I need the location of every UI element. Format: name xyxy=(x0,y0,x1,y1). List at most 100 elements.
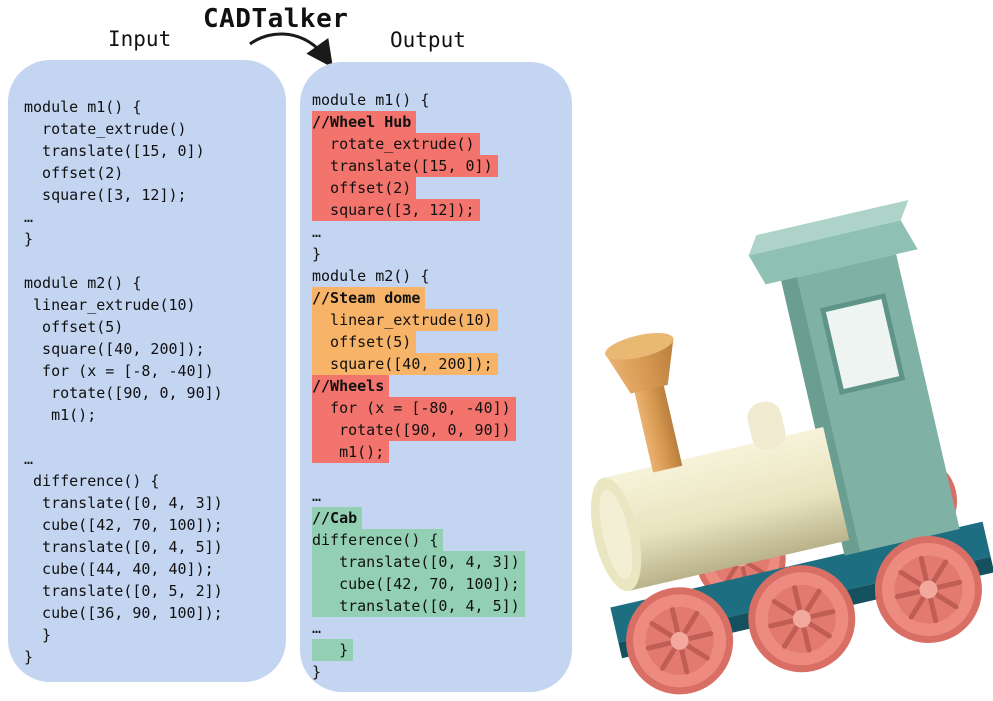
code-text: difference() { xyxy=(24,472,160,490)
code-text: translate([0, 5, 2]) xyxy=(24,582,223,600)
highlighted-code-text: translate([15, 0]) xyxy=(312,155,498,177)
code-text: module m2() { xyxy=(312,267,430,285)
code-line: cube([42, 70, 100]); xyxy=(312,573,566,595)
code-text: translate([0, 4, 3]) xyxy=(24,494,223,512)
code-line: offset(2) xyxy=(24,162,278,184)
highlighted-code-text: //Wheels xyxy=(312,375,390,397)
highlighted-code-text: linear_extrude(10) xyxy=(312,309,498,331)
code-line: //Steam dome xyxy=(312,287,566,309)
code-text: } xyxy=(312,245,322,263)
code-text: offset(2) xyxy=(24,164,124,182)
highlighted-code-text: } xyxy=(312,639,354,661)
code-line: square([40, 200]); xyxy=(312,353,566,375)
code-line: } xyxy=(24,646,278,668)
highlighted-code-text: square([40, 200]); xyxy=(312,353,498,375)
code-line: translate([0, 5, 2]) xyxy=(24,580,278,602)
code-line: } xyxy=(24,624,278,646)
code-line: … xyxy=(24,448,278,470)
code-line: rotate_extrude() xyxy=(312,133,566,155)
code-text: module m2() { xyxy=(24,274,142,292)
code-line: module m2() { xyxy=(24,272,278,294)
code-line: m1(); xyxy=(312,441,566,463)
code-text: module m1() { xyxy=(24,98,142,116)
cab-window xyxy=(819,293,906,395)
input-code-panel: module m1() { rotate_extrude() translate… xyxy=(8,60,286,682)
code-line: translate([15, 0]) xyxy=(24,140,278,162)
code-line: translate([15, 0]) xyxy=(312,155,566,177)
code-line: linear_extrude(10) xyxy=(312,309,566,331)
code-line: //Wheels xyxy=(312,375,566,397)
code-text: } xyxy=(24,230,34,248)
highlighted-code-text: offset(2) xyxy=(312,177,417,199)
code-line: square([3, 12]); xyxy=(24,184,278,206)
code-line: rotate([90, 0, 90]) xyxy=(24,382,278,404)
code-text: translate([15, 0]) xyxy=(24,142,205,160)
code-text: cube([42, 70, 100]); xyxy=(24,516,223,534)
code-text: rotate([90, 0, 90]) xyxy=(24,384,223,402)
code-text xyxy=(312,463,321,485)
code-line: //Wheel Hub xyxy=(312,111,566,133)
code-text: for (x = [-8, -40]) xyxy=(24,362,214,380)
code-line: rotate_extrude() xyxy=(24,118,278,140)
code-text: } xyxy=(24,648,34,666)
code-text: translate([0, 4, 5]) xyxy=(24,538,223,556)
code-line: for (x = [-80, -40]) xyxy=(312,397,566,419)
highlighted-code-text: rotate([90, 0, 90]) xyxy=(312,419,516,441)
code-text: … xyxy=(312,619,322,637)
highlighted-code-text: square([3, 12]); xyxy=(312,199,480,221)
code-text: … xyxy=(24,450,34,468)
code-line: } xyxy=(312,661,566,683)
code-line: translate([0, 4, 3]) xyxy=(24,492,278,514)
code-line: square([40, 200]); xyxy=(24,338,278,360)
code-line: translate([0, 4, 3]) xyxy=(312,551,566,573)
code-line xyxy=(312,463,566,485)
code-line xyxy=(24,250,278,272)
highlighted-code-text: //Steam dome xyxy=(312,287,426,309)
code-text xyxy=(24,250,33,272)
highlighted-code-text: difference() { xyxy=(312,529,444,551)
code-line: offset(2) xyxy=(312,177,566,199)
code-line: cube([42, 70, 100]); xyxy=(24,514,278,536)
code-line: module m1() { xyxy=(24,96,278,118)
code-text xyxy=(24,426,33,448)
code-line: } xyxy=(312,243,566,265)
code-text: m1(); xyxy=(24,406,97,424)
code-line: cube([36, 90, 100]); xyxy=(24,602,278,624)
code-line: … xyxy=(312,221,566,243)
code-text: cube([36, 90, 100]); xyxy=(24,604,223,622)
highlighted-code-text: for (x = [-80, -40]) xyxy=(312,397,516,419)
code-line: translate([0, 4, 5]) xyxy=(312,595,566,617)
code-line: … xyxy=(312,617,566,639)
code-line: m1(); xyxy=(24,404,278,426)
code-line: difference() { xyxy=(312,529,566,551)
code-text: offset(5) xyxy=(24,318,124,336)
code-text: square([40, 200]); xyxy=(24,340,205,358)
highlighted-code-text: rotate_extrude() xyxy=(312,133,480,155)
code-line: module m2() { xyxy=(312,265,566,287)
code-line: for (x = [-8, -40]) xyxy=(24,360,278,382)
output-code-panel: module m1() { //Wheel Hub rotate_extrude(… xyxy=(300,62,572,692)
highlighted-code-text: //Wheel Hub xyxy=(312,111,417,133)
code-line: difference() { xyxy=(24,470,278,492)
input-to-output-arrow-icon xyxy=(249,32,333,68)
code-line: offset(5) xyxy=(312,331,566,353)
highlighted-code-text: offset(5) xyxy=(312,331,417,353)
steam-dome xyxy=(747,401,786,450)
highlighted-code-text: //Cab xyxy=(312,507,363,529)
code-text: rotate_extrude() xyxy=(24,120,187,138)
code-text: } xyxy=(312,663,322,681)
code-text: square([3, 12]); xyxy=(24,186,187,204)
highlighted-code-text: cube([42, 70, 100]); xyxy=(312,573,525,595)
code-line: … xyxy=(24,206,278,228)
input-column-label: Input xyxy=(108,27,172,51)
code-text: module m1() { xyxy=(312,91,430,109)
code-line: //Cab xyxy=(312,507,566,529)
highlighted-code-text: translate([0, 4, 3]) xyxy=(312,551,525,573)
code-line: translate([0, 4, 5]) xyxy=(24,536,278,558)
code-text: linear_extrude(10) xyxy=(24,296,196,314)
code-text: … xyxy=(312,487,322,505)
code-line: module m1() { xyxy=(312,89,566,111)
highlighted-code-text: translate([0, 4, 5]) xyxy=(312,595,525,617)
code-line: offset(5) xyxy=(24,316,278,338)
code-line: } xyxy=(24,228,278,250)
